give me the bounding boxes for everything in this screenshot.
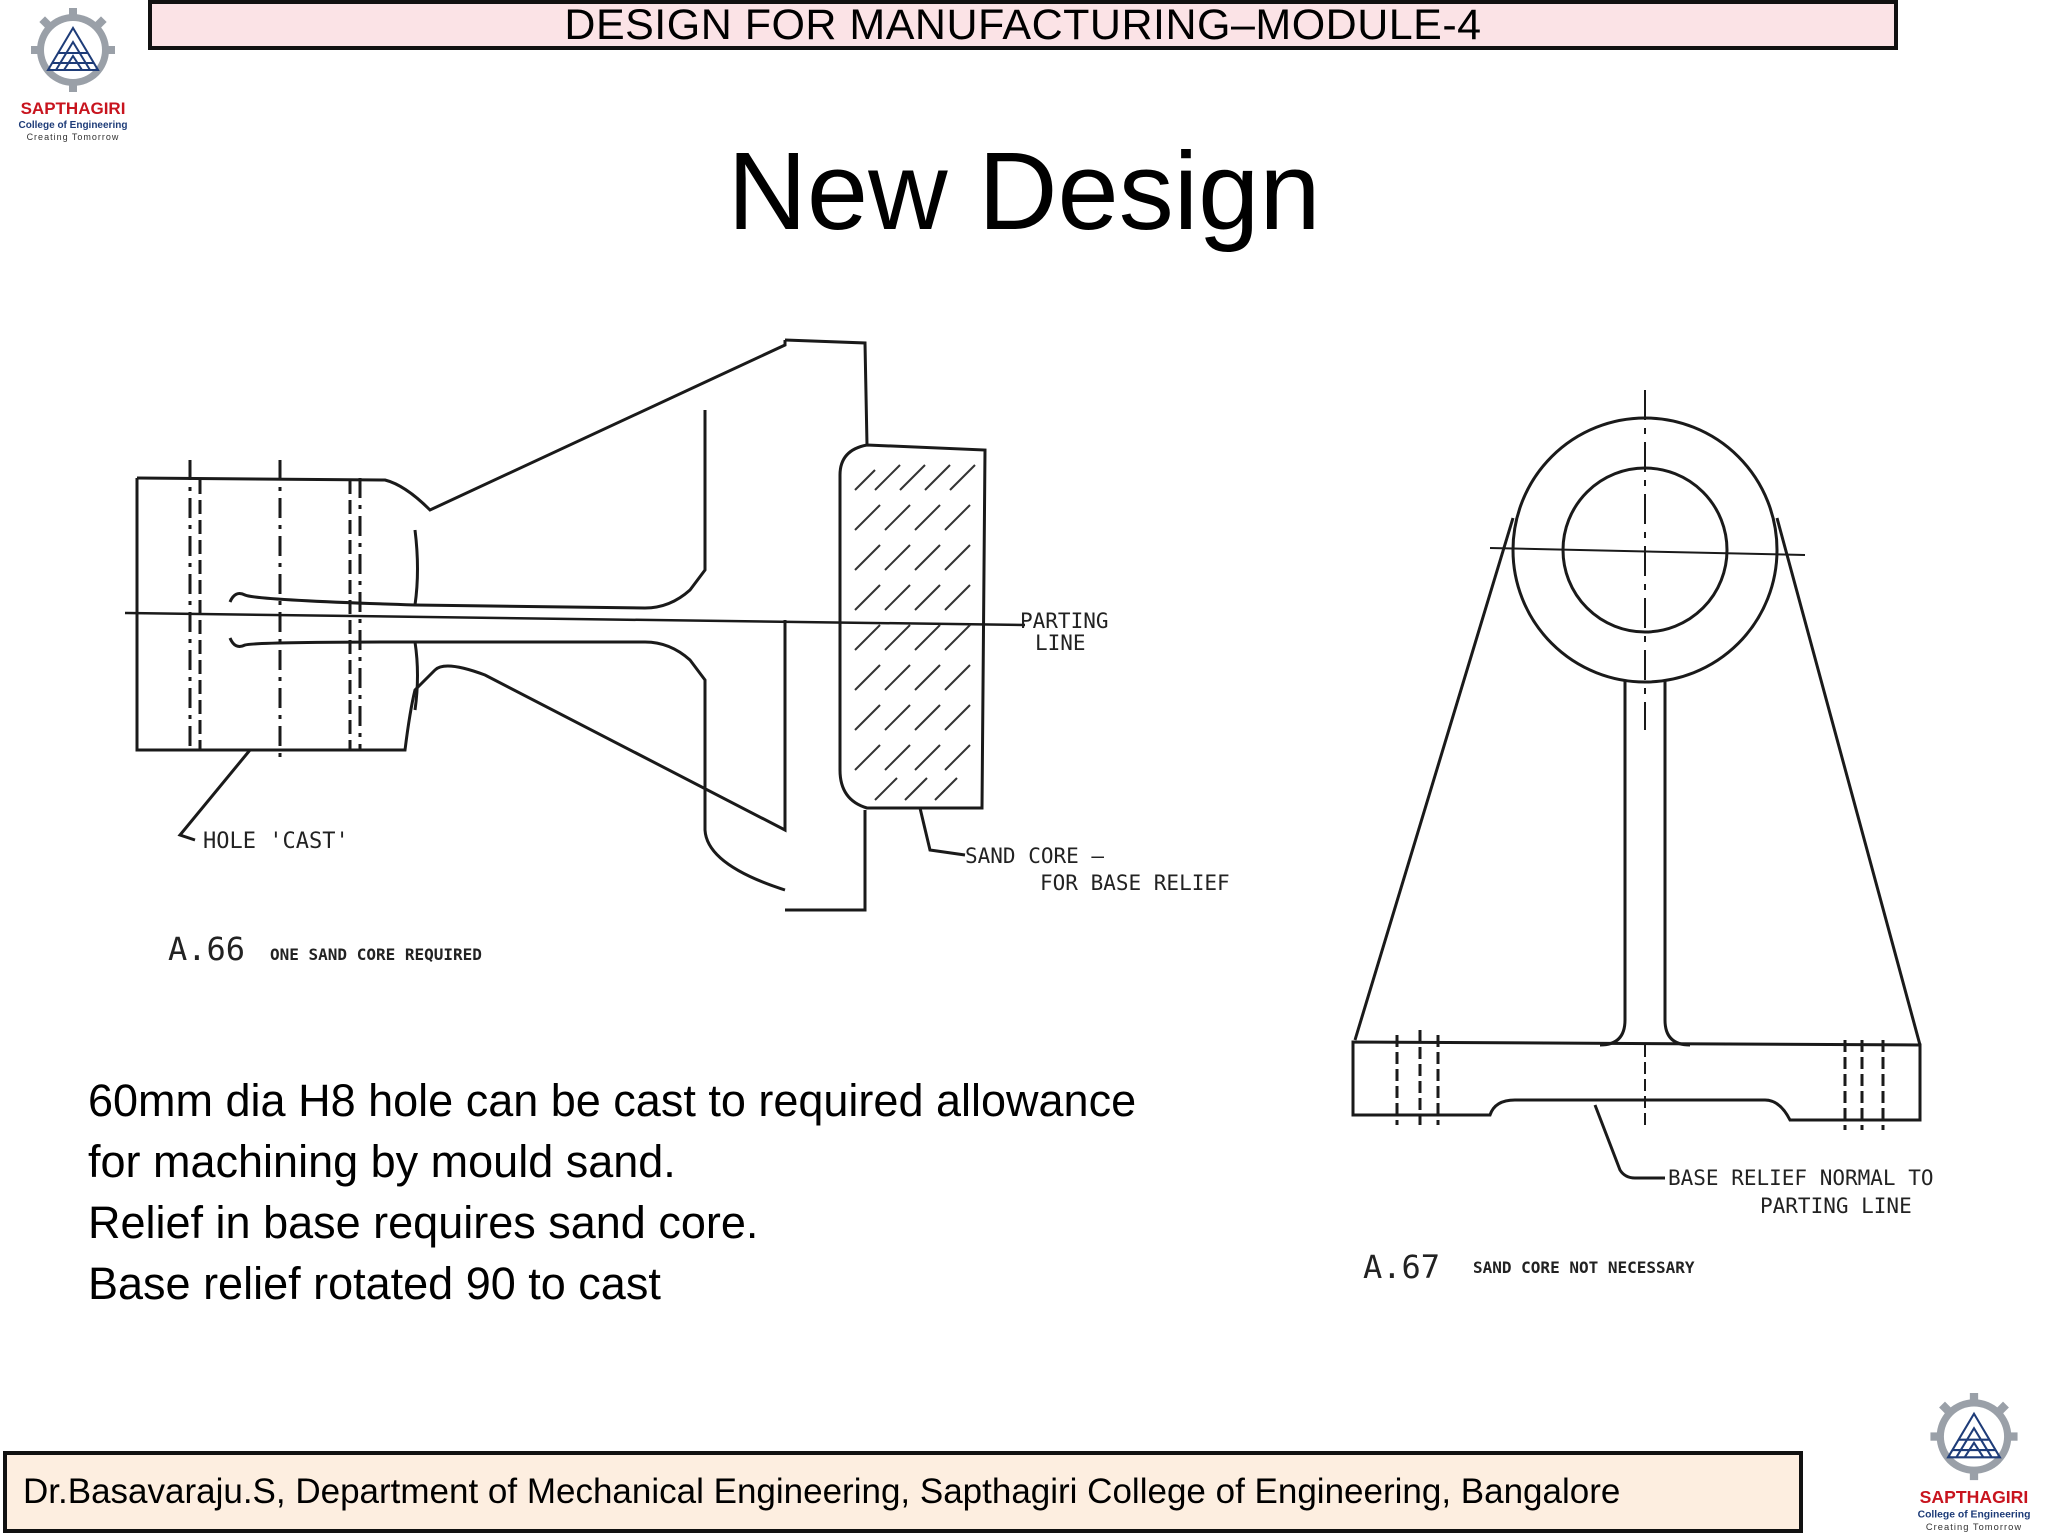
- logo-tagline: Creating Tomorrow: [1926, 1522, 2022, 1532]
- college-logo-bottom: SAPTHAGIRI College of Engineering Creati…: [1918, 1393, 2031, 1532]
- design-notes: 60mm dia H8 hole can be cast to required…: [88, 1070, 1288, 1314]
- base-relief-label-2: PARTING LINE: [1760, 1194, 1912, 1218]
- hole-cast-label: HOLE 'CAST': [203, 829, 349, 854]
- logo-subtitle: College of Engineering: [1918, 1509, 2031, 1520]
- module-title: DESIGN FOR MANUFACTURING–MODULE-4: [564, 0, 1482, 49]
- logo-tagline: Creating Tomorrow: [27, 132, 120, 142]
- gear-icon: [1930, 1393, 2018, 1481]
- note-line: Base relief rotated 90 to cast: [88, 1258, 661, 1309]
- parting-line-label: PARTING: [1020, 609, 1109, 633]
- figure-caption-a67: SAND CORE NOT NECESSARY: [1473, 1258, 1695, 1277]
- figure-number-a67: A.67: [1363, 1248, 1440, 1286]
- gear-icon: [31, 8, 115, 92]
- figure-number-a66: A.66: [168, 930, 245, 968]
- logo-name: SAPTHAGIRI: [21, 99, 126, 118]
- logo-subtitle: College of Engineering: [19, 120, 128, 131]
- figure-a66-drawing: PARTING LINE HOLE 'CAST' SAND CORE – FOR…: [124, 338, 1230, 968]
- note-line: for machining by mould sand.: [88, 1136, 676, 1187]
- sand-core-label: SAND CORE –: [965, 844, 1104, 868]
- parting-line-label-2: LINE: [1035, 631, 1086, 655]
- slide-title: New Design: [727, 130, 1321, 253]
- note-line: 60mm dia H8 hole can be cast to required…: [88, 1075, 1137, 1126]
- college-logo-top: SAPTHAGIRI College of Engineering Creati…: [19, 8, 128, 142]
- logo-name: SAPTHAGIRI: [1920, 1487, 2029, 1507]
- sand-core-label-2: FOR BASE RELIEF: [1040, 871, 1230, 895]
- note-line: Relief in base requires sand core.: [88, 1197, 759, 1248]
- module-header: DESIGN FOR MANUFACTURING–MODULE-4: [148, 0, 1898, 50]
- base-relief-label: BASE RELIEF NORMAL TO: [1668, 1166, 1934, 1190]
- footer-credit: Dr.Basavaraju.S, Department of Mechanica…: [3, 1451, 1803, 1533]
- figure-a67-drawing: BASE RELIEF NORMAL TO PARTING LINE A.67 …: [1351, 390, 1934, 1286]
- footer-text: Dr.Basavaraju.S, Department of Mechanica…: [23, 1472, 1621, 1511]
- figure-caption-a66: ONE SAND CORE REQUIRED: [270, 945, 482, 964]
